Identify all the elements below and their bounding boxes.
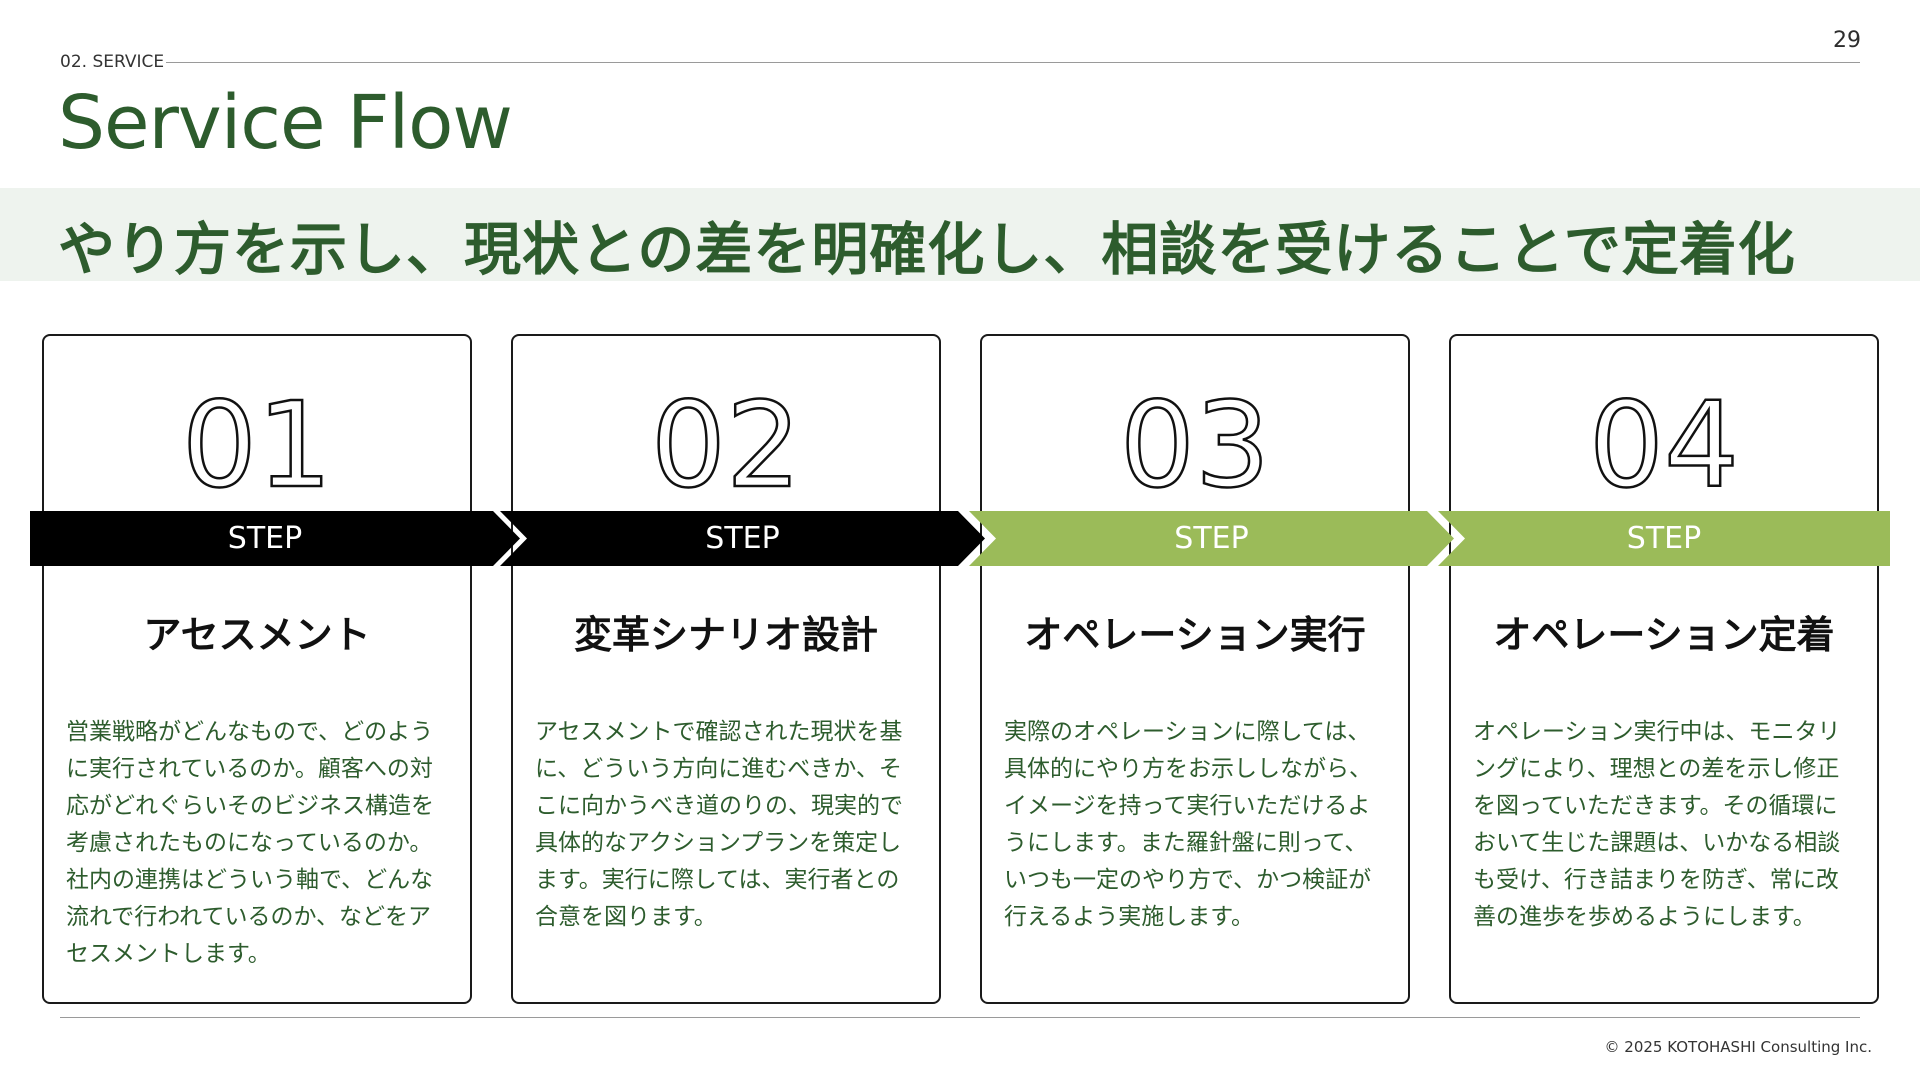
bottom-rule xyxy=(60,1017,1860,1018)
step-number: 04 xyxy=(1588,375,1741,516)
step-arrow-2: STEP xyxy=(500,511,985,566)
section-header: 02. SERVICE xyxy=(60,52,1860,74)
arrow-shape xyxy=(500,511,985,566)
step-number: 02 xyxy=(650,375,803,516)
step-label: STEP xyxy=(1626,521,1702,556)
step-card-4: 04 オペレーション定着 オペレーション実行中は、モニタリングにより、理想との差… xyxy=(1449,334,1879,1004)
page-number: 29 xyxy=(1833,28,1861,53)
step-description: アセスメントで確認された現状を基に、どういう方向に進むべきか、そこに向かうべき道… xyxy=(535,719,903,930)
copyright: © 2025 KOTOHASHI Consulting Inc. xyxy=(1604,1038,1872,1056)
step-title: オペレーション定着 xyxy=(1493,613,1835,657)
step-number: 01 xyxy=(181,375,334,516)
step-number: 03 xyxy=(1119,375,1272,516)
page-title: Service Flow xyxy=(58,80,513,166)
step-description: オペレーション実行中は、モニタリングにより、理想との差を示し修正を図っていただき… xyxy=(1473,719,1841,930)
step-label: STEP xyxy=(1174,521,1249,556)
section-label: 02. SERVICE xyxy=(60,52,167,72)
step-arrow-4: STEP xyxy=(1438,511,1890,566)
step-arrow-3: STEP xyxy=(969,511,1454,566)
headline: やり方を示し、現状との差を明確化し、相談を受けることで定着化 xyxy=(58,217,1796,283)
step-arrow-1: STEP xyxy=(30,511,520,566)
step-label: STEP xyxy=(705,521,780,556)
arrow-shape xyxy=(969,511,1454,566)
step-card-1: 01 アセスメント 営業戦略がどんなもので、どのように実行されているのか。顧客へ… xyxy=(42,334,472,1004)
step-description: 営業戦略がどんなもので、どのように実行されているのか。顧客への対応がどれぐらいそ… xyxy=(66,719,434,967)
step-card-3: 03 オペレーション実行 実際のオペレーションに際しては、具体的にやり方をお示し… xyxy=(980,334,1410,1004)
step-title: 変革シナリオ設計 xyxy=(573,613,878,657)
arrow-shape xyxy=(1438,511,1890,566)
section-rule xyxy=(156,62,1860,63)
step-title: オペレーション実行 xyxy=(1024,613,1366,657)
step-card-2: 02 変革シナリオ設計 アセスメントで確認された現状を基に、どういう方向に進むべ… xyxy=(511,334,941,1004)
step-label: STEP xyxy=(227,521,303,556)
arrow-shape xyxy=(30,511,520,566)
headline-band: やり方を示し、現状との差を明確化し、相談を受けることで定着化 xyxy=(0,188,1920,283)
step-title: アセスメント xyxy=(143,613,371,657)
step-description: 実際のオペレーションに際しては、具体的にやり方をお示ししながら、イメージを持って… xyxy=(1004,719,1372,930)
